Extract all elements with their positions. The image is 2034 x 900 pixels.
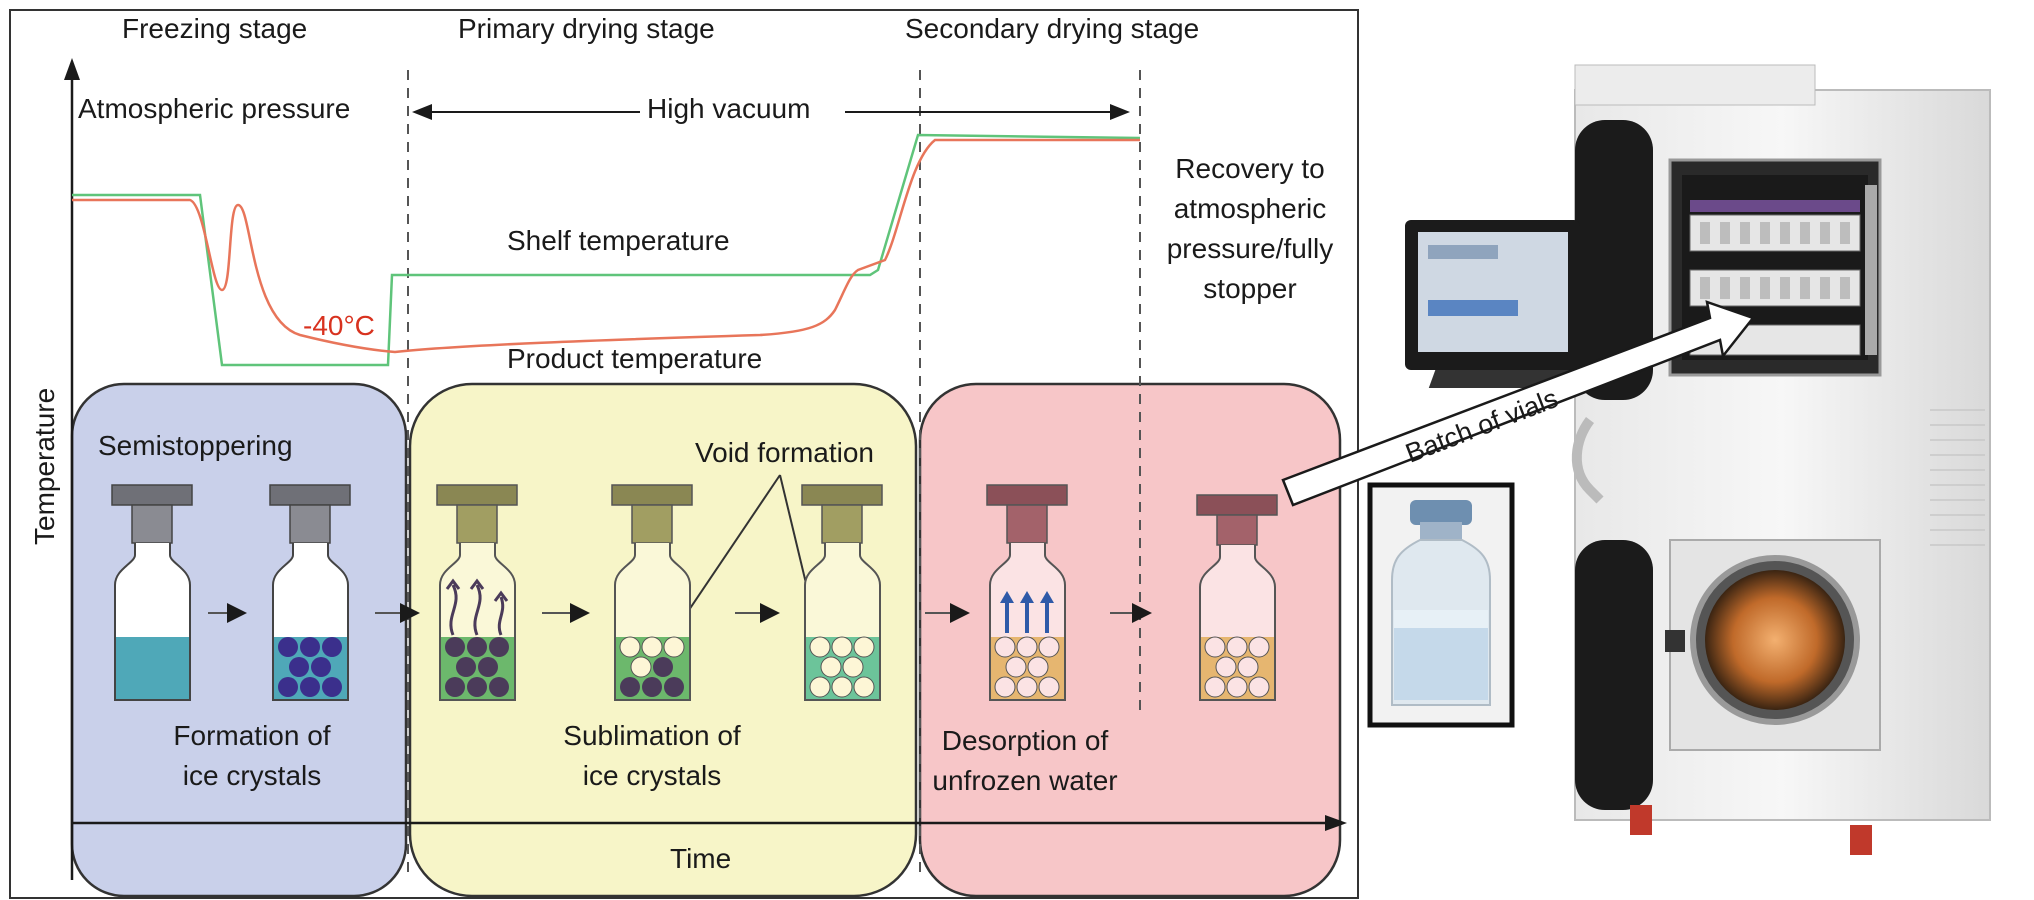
- freeze-dryer-image: [1405, 64, 1991, 855]
- atmospheric-pressure-label: Atmospheric pressure: [78, 93, 350, 124]
- product-temperature-curve: [72, 138, 1140, 354]
- product-temperature-label: Product temperature: [507, 343, 762, 374]
- vacuum-arrowhead-right: [1110, 104, 1130, 120]
- desorption-line-2: unfrozen water: [932, 765, 1117, 796]
- vial-sublimation-end: [801, 484, 883, 701]
- x-axis-label: Time: [670, 843, 731, 874]
- formation-line-1: Formation of: [173, 720, 330, 751]
- vial-liquid: [111, 484, 193, 701]
- temperature-marker: -40°C: [303, 310, 375, 341]
- y-axis-label: Temperature: [29, 388, 60, 545]
- x-axis-arrowhead: [1325, 815, 1347, 831]
- recovery-line-1: Recovery to: [1175, 153, 1324, 184]
- vacuum-label-bg: [640, 95, 845, 129]
- vial-frozen: [269, 484, 351, 701]
- y-axis-arrowhead: [64, 58, 80, 80]
- vial-sublimation-start: [436, 484, 518, 701]
- void-formation-label: Void formation: [695, 437, 874, 468]
- formation-line-2: ice crystals: [183, 760, 321, 791]
- vial-desorption: [986, 484, 1068, 701]
- high-vacuum-label: High vacuum: [647, 93, 810, 124]
- primary-stage-label: Primary drying stage: [458, 13, 715, 44]
- freezing-stage-label: Freezing stage: [122, 13, 307, 44]
- semistoppering-label: Semistoppering: [98, 430, 293, 461]
- vial-final: [1196, 494, 1278, 701]
- secondary-phase-panel: [918, 382, 1342, 898]
- batch-arrow: [1281, 300, 1756, 507]
- recovery-line-2: atmospheric: [1174, 193, 1327, 224]
- recovery-line-4: stopper: [1203, 273, 1296, 304]
- vial-sublimation-mid: [611, 484, 693, 701]
- desorption-line-1: Desorption of: [942, 725, 1109, 756]
- secondary-stage-label: Secondary drying stage: [905, 13, 1199, 44]
- vacuum-arrowhead-left: [412, 104, 432, 120]
- sublimation-line-2: ice crystals: [583, 760, 721, 791]
- recovery-line-3: pressure/fully: [1167, 233, 1334, 264]
- vial-photo-inset: [1367, 482, 1515, 728]
- shelf-temperature-curve: [72, 133, 1141, 367]
- shelf-temperature-label: Shelf temperature: [507, 225, 730, 256]
- sublimation-line-1: Sublimation of: [563, 720, 741, 751]
